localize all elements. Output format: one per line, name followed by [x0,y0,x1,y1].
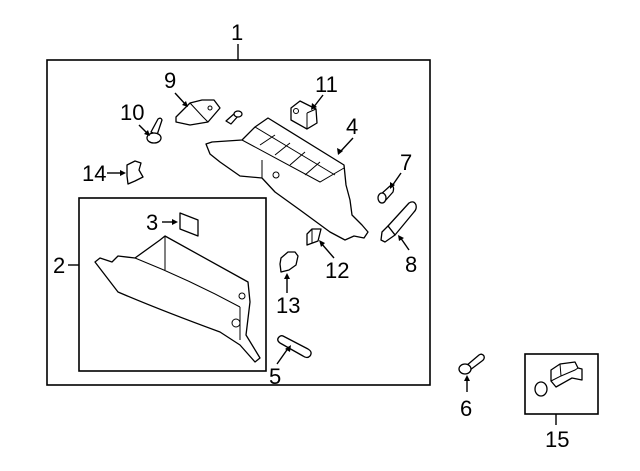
callout-10[interactable]: 10 [120,100,144,125]
arrow-icon [285,345,291,352]
part-6-screw[interactable] [458,353,485,375]
part-4-glove-box-housing[interactable] [205,117,369,241]
part-8-damper[interactable] [380,201,417,243]
callout-5[interactable]: 5 [269,364,281,389]
callout-7-leader [391,172,402,187]
part-2-glove-box[interactable] [94,235,261,363]
assembly-15-frame [524,353,599,415]
callout-4[interactable]: 4 [346,114,358,139]
part-15-lamp-kit[interactable] [534,361,583,397]
callout-15[interactable]: 15 [545,427,569,452]
callout-2[interactable]: 2 [53,253,65,278]
part-13-cover[interactable] [279,251,299,273]
callout-4-leader [339,137,354,153]
arrow-icon [398,235,404,241]
assembly-2-frame [78,197,267,372]
callout-1[interactable]: 1 [231,20,243,45]
callout-14[interactable]: 14 [82,161,106,186]
part-5-pin[interactable] [277,335,312,359]
arrow-icon [319,240,325,247]
callout-13[interactable]: 13 [276,293,300,318]
arrow-icon [337,148,343,155]
part-small-screw[interactable] [225,110,243,125]
callout-6[interactable]: 6 [460,396,472,421]
arrow-icon [144,130,150,136]
callout-12-leader [320,242,335,259]
callout-3[interactable]: 3 [146,210,158,235]
arrow-icon [120,170,126,176]
arrow-icon [172,219,178,225]
part-7-bumper[interactable] [377,185,395,204]
arrow-icon [390,182,395,189]
part-10-bolt[interactable] [146,117,163,144]
callout-9[interactable]: 9 [164,68,176,93]
arrow-icon [284,273,290,279]
arrow-icon [464,375,470,381]
arrow-icon [311,103,317,110]
part-14-cover[interactable] [126,160,144,185]
callout-11[interactable]: 11 [315,72,338,97]
callout-7[interactable]: 7 [400,150,412,175]
callout-8[interactable]: 8 [405,252,417,277]
callout-12[interactable]: 12 [325,258,349,283]
part-11-striker[interactable] [290,100,318,130]
arrow-icon [182,101,188,107]
part-9-latch[interactable] [175,99,221,126]
part-3-label[interactable] [179,212,199,237]
part-12-clip[interactable] [306,228,322,246]
